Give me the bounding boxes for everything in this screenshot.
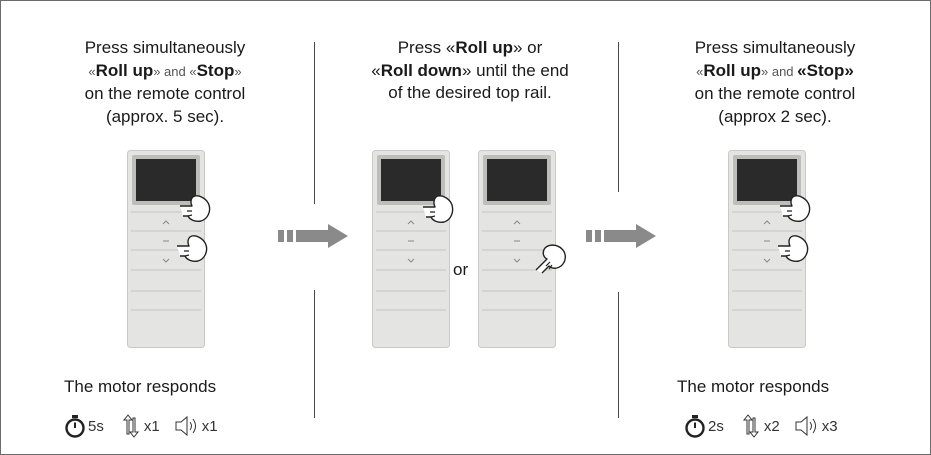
step2-line3: of the desired top rail. bbox=[345, 82, 595, 105]
speaker-icon bbox=[174, 414, 202, 438]
hand-pointer-icon bbox=[778, 193, 814, 225]
divider-right-bottom bbox=[618, 292, 619, 418]
hand-pointer-icon bbox=[776, 233, 812, 265]
step1-line4: (approx. 5 sec). bbox=[40, 106, 290, 129]
step1-responds-label: The motor responds bbox=[64, 377, 216, 397]
step1-line2: «Roll up» and «Stop» bbox=[40, 60, 290, 84]
step3-line2: «Roll up» and «Stop» bbox=[650, 60, 900, 84]
step3-line1: Press simultaneously bbox=[650, 37, 900, 60]
step1-line1: Press simultaneously bbox=[40, 37, 290, 60]
step1-line3: on the remote control bbox=[40, 83, 290, 106]
step2-instructions: Press «Roll up» or «Roll down» until the… bbox=[345, 37, 595, 105]
step3-responds-label: The motor responds bbox=[677, 377, 829, 397]
step3-instructions: Press simultaneously «Roll up» and «Stop… bbox=[650, 37, 900, 128]
timer-icon bbox=[64, 414, 86, 438]
step3-timer-value: 2s bbox=[708, 418, 724, 435]
up-down-arrows-icon bbox=[740, 414, 762, 438]
step3-beep-count: x3 bbox=[822, 418, 838, 435]
step3-response-icons: 2s x2 x3 bbox=[684, 413, 838, 439]
step1-response-icons: 5s x1 x1 bbox=[64, 413, 218, 439]
divider-left-bottom bbox=[314, 290, 315, 418]
step3-line4: (approx 2 sec). bbox=[650, 106, 900, 129]
up-down-arrows-icon bbox=[120, 414, 142, 438]
remote-control-step2-up bbox=[372, 150, 450, 348]
divider-right-top bbox=[618, 42, 619, 192]
hand-pointer-icon bbox=[533, 238, 573, 276]
step3-move-count: x2 bbox=[764, 418, 780, 435]
arrow-right-icon bbox=[278, 224, 350, 248]
hand-pointer-icon bbox=[175, 233, 211, 265]
step2-line1: Press «Roll up» or bbox=[345, 37, 595, 60]
step1-timer-value: 5s bbox=[88, 418, 104, 435]
divider-left-top bbox=[314, 42, 315, 204]
timer-icon bbox=[684, 414, 706, 438]
speaker-icon bbox=[794, 414, 822, 438]
hand-pointer-icon bbox=[178, 193, 214, 225]
arrow-right-icon bbox=[586, 224, 658, 248]
step1-instructions: Press simultaneously «Roll up» and «Stop… bbox=[40, 37, 290, 128]
step1-beep-count: x1 bbox=[202, 418, 218, 435]
step2-line2: «Roll down» until the end bbox=[345, 60, 595, 83]
step3-line3: on the remote control bbox=[650, 83, 900, 106]
or-label: or bbox=[453, 260, 468, 280]
step1-move-count: x1 bbox=[144, 418, 160, 435]
hand-pointer-icon bbox=[421, 193, 457, 227]
